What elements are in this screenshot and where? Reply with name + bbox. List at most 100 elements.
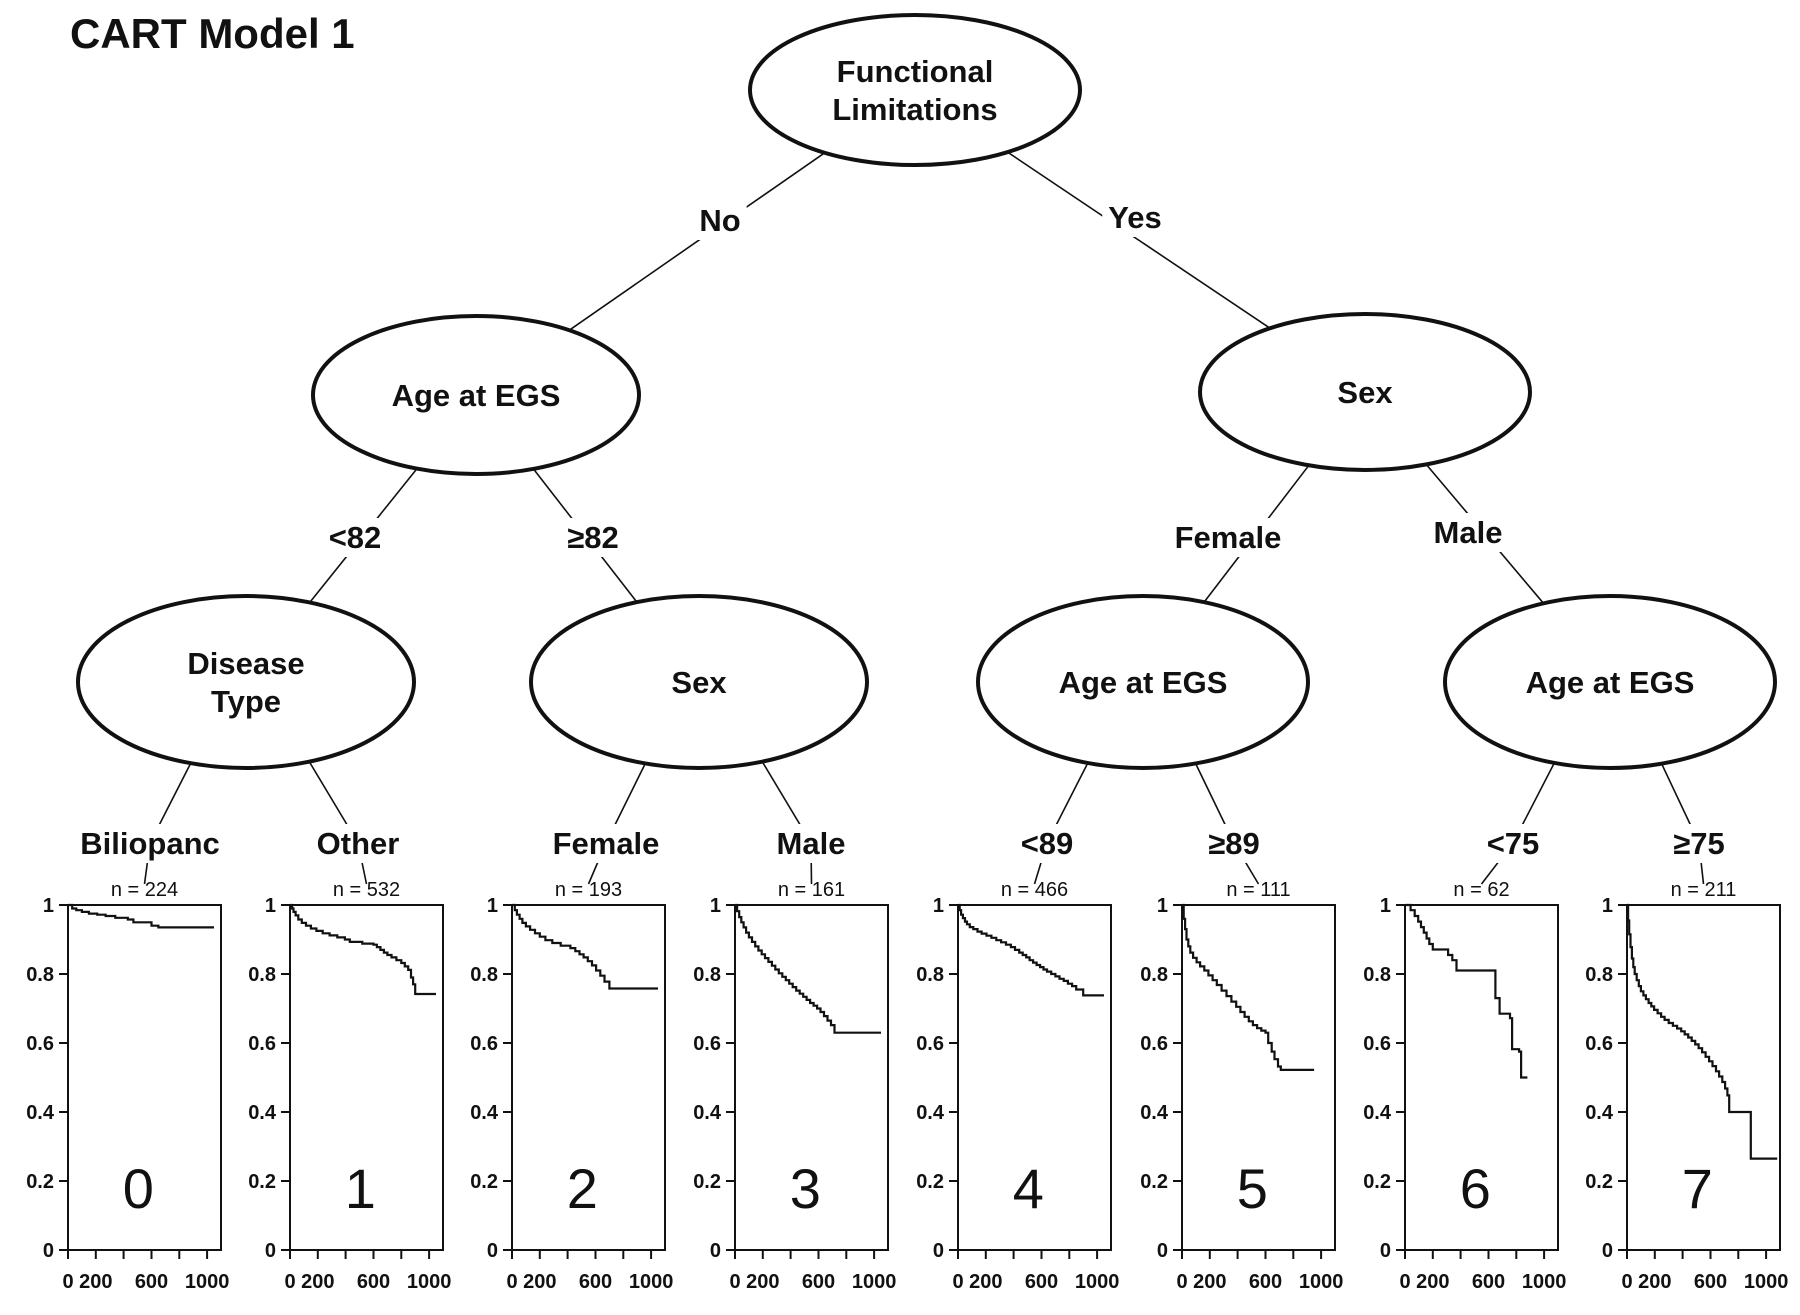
terminal-node-number: 7 [1682, 1157, 1713, 1220]
tree-edge-yes-sex [1007, 151, 1271, 329]
plot-sample-size-label: n = 62 [1453, 879, 1509, 901]
survival-curve [958, 903, 1104, 997]
x-axis-tick-label: 200 [301, 1271, 334, 1293]
x-axis-tick-label: 200 [1193, 1271, 1226, 1293]
x-axis-tick-label: 600 [1694, 1271, 1727, 1293]
tree-node-yes-female-age [976, 594, 1310, 770]
y-axis-tick-label: 0.8 [248, 964, 276, 986]
plot-frame [1626, 904, 1781, 1251]
branch-label-disease-type: <82 [329, 520, 382, 555]
tree-node-label-no-old-sex: Sex [671, 665, 727, 700]
tree-edge-plot5 [1194, 763, 1260, 885]
plot-frame [1404, 904, 1559, 1251]
x-axis-tick-label: 600 [135, 1271, 168, 1293]
y-axis-tick-label: 0.8 [693, 964, 721, 986]
x-axis-tick-label: 1000 [852, 1271, 897, 1293]
plot-frame [289, 904, 444, 1251]
tree-edge-plot2 [587, 763, 647, 885]
y-axis-tick-label: 0.6 [1140, 1033, 1168, 1055]
x-axis-tick-label: 200 [1416, 1271, 1449, 1293]
plot-sample-size-label: n = 224 [111, 879, 178, 901]
y-axis-tick-label: 0.2 [248, 1171, 276, 1193]
x-axis-tick-label: 0 [284, 1271, 295, 1293]
x-axis-tick-label: 200 [746, 1271, 779, 1293]
branch-label-bg [770, 824, 852, 863]
x-axis-tick-label: 600 [357, 1271, 390, 1293]
plot-frame [957, 904, 1112, 1251]
y-axis-tick-label: 0.6 [470, 1033, 498, 1055]
y-axis-tick-label: 0.8 [1363, 964, 1391, 986]
branch-label-plot5: ≥89 [1208, 826, 1260, 861]
x-axis-tick-label: 1000 [1744, 1271, 1789, 1293]
x-axis-tick-label: 1000 [185, 1271, 230, 1293]
tree-node-disease-type [76, 594, 416, 770]
plot-sample-size-label: n = 161 [778, 879, 845, 901]
branch-label-plot3: Male [777, 826, 846, 861]
survival-curve [68, 903, 214, 929]
branch-label-yes-male-age: Male [1434, 515, 1503, 550]
y-axis-tick-label: 0.8 [26, 964, 54, 986]
tree-node-label-no-age: Age at EGS [392, 378, 561, 413]
y-axis-tick-label: 0 [1157, 1240, 1168, 1262]
y-axis-tick-label: 1 [1380, 895, 1391, 917]
y-axis-tick-label: 0.8 [916, 964, 944, 986]
y-axis-tick-label: 0.6 [1363, 1033, 1391, 1055]
branch-label-bg [1102, 198, 1168, 237]
survival-curve [735, 903, 881, 1034]
branch-label-plot6: <75 [1487, 826, 1540, 861]
y-axis-tick-label: 0.4 [470, 1102, 499, 1124]
y-axis-tick-label: 0.2 [470, 1171, 498, 1193]
survival-curve [1182, 903, 1315, 1071]
terminal-node-number: 1 [345, 1157, 376, 1220]
branch-label-bg [74, 824, 226, 863]
terminal-node-number: 6 [1460, 1157, 1491, 1220]
x-axis-tick-label: 1000 [1522, 1271, 1567, 1293]
y-axis-tick-label: 0.2 [1585, 1171, 1613, 1193]
y-axis-tick-label: 0.4 [1585, 1102, 1614, 1124]
y-axis-tick-label: 0.4 [26, 1102, 55, 1124]
tree-edge-plot3 [761, 761, 813, 885]
y-axis-tick-label: 1 [1602, 895, 1613, 917]
y-axis-tick-label: 0.6 [693, 1033, 721, 1055]
y-axis-tick-label: 0.6 [916, 1033, 944, 1055]
y-axis-tick-label: 1 [1157, 895, 1168, 917]
x-axis-tick-label: 0 [1399, 1271, 1410, 1293]
x-axis-tick-label: 0 [952, 1271, 963, 1293]
y-axis-tick-label: 0 [1380, 1240, 1391, 1262]
x-axis-tick-label: 1000 [1075, 1271, 1120, 1293]
tree-node-yes-male-age [1443, 594, 1777, 770]
y-axis-tick-label: 1 [710, 895, 721, 917]
branch-label-bg [1667, 824, 1731, 863]
tree-edge-plot0 [143, 762, 192, 885]
plot-sample-size-label: n = 211 [1671, 879, 1737, 901]
branch-label-plot4: <89 [1021, 826, 1074, 861]
y-axis-tick-label: 0 [710, 1240, 721, 1262]
y-axis-tick-label: 0.4 [1140, 1102, 1169, 1124]
y-axis-tick-label: 0.2 [693, 1171, 721, 1193]
plot-frame [67, 904, 222, 1251]
tree-edge-plot1 [308, 761, 368, 885]
tree-node-label-yes-female-age: Age at EGS [1059, 665, 1228, 700]
branch-label-bg [1480, 824, 1546, 863]
branch-label-bg [546, 824, 666, 863]
y-axis-tick-label: 1 [43, 895, 54, 917]
tree-node-root [748, 13, 1082, 167]
y-axis-tick-label: 0.8 [470, 964, 498, 986]
y-axis-tick-label: 0.6 [26, 1033, 54, 1055]
y-axis-tick-label: 0.2 [26, 1171, 54, 1193]
tree-node-no-old-sex [529, 594, 869, 770]
y-axis-tick-label: 0 [487, 1240, 498, 1262]
branch-label-bg [310, 824, 406, 863]
branch-label-bg [322, 518, 388, 557]
survival-curve [1405, 903, 1528, 1079]
x-axis-tick-label: 0 [506, 1271, 517, 1293]
